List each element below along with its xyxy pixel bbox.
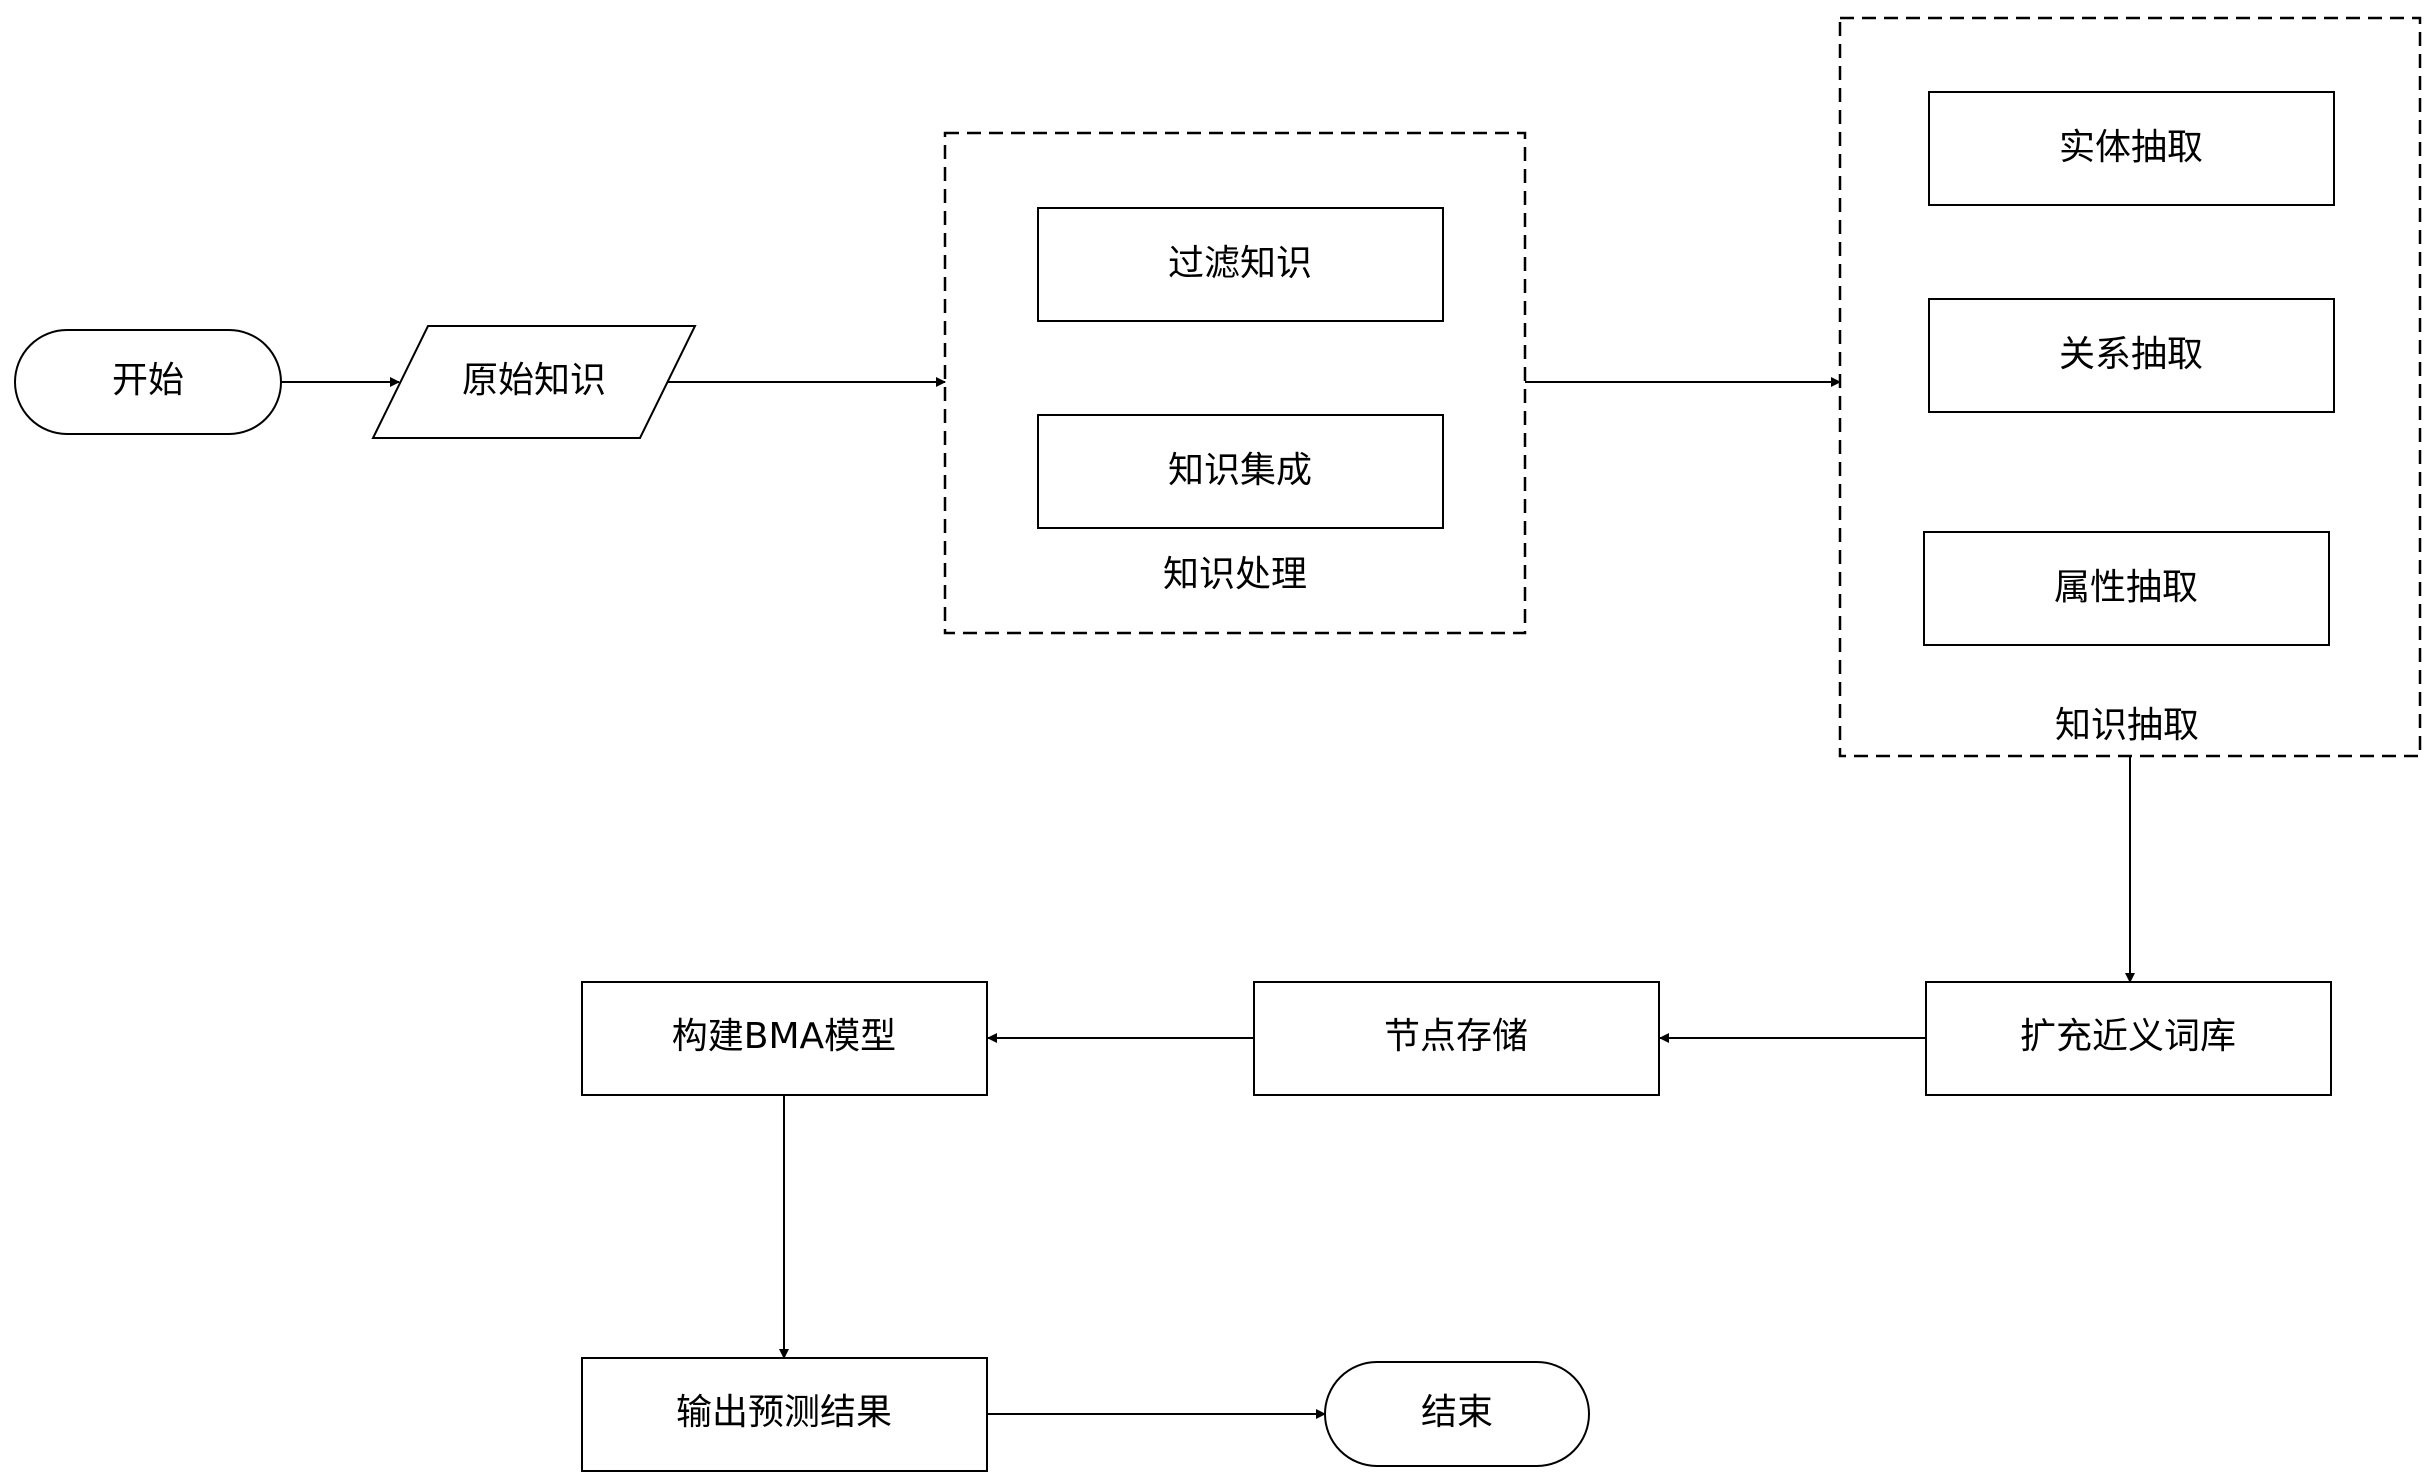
knowledge-processing-group: [943, 131, 1527, 635]
raw-knowledge-label: 原始知识: [462, 360, 606, 401]
attribute-extraction-box: [1923, 531, 2330, 646]
expand-synonym-lexicon-label: 扩充近义词库: [2020, 1016, 2236, 1057]
relation-extraction-box: [1928, 298, 2335, 413]
knowledge-processing-caption: 知识处理: [1163, 554, 1307, 595]
end-terminator: [1324, 1361, 1590, 1467]
output-prediction-label: 输出预测结果: [676, 1392, 892, 1433]
entity-extraction-label: 实体抽取: [2059, 127, 2203, 168]
knowledge-extraction-caption: 知识抽取: [2055, 705, 2199, 746]
build-bma-model-label: 构建BMA模型: [672, 1016, 896, 1057]
attribute-extraction-label: 属性抽取: [2054, 567, 2198, 608]
end-label: 结束: [1421, 1392, 1493, 1433]
expand-synonym-lexicon-box: [1925, 981, 2332, 1096]
filter-knowledge-label: 过滤知识: [1168, 243, 1312, 284]
output-prediction-box: [581, 1357, 988, 1472]
filter-knowledge-box: [1037, 207, 1444, 322]
start-label: 开始: [112, 360, 184, 401]
relation-extraction-label: 关系抽取: [2059, 334, 2203, 375]
node-storage-box: [1253, 981, 1660, 1096]
node-storage-label: 节点存储: [1384, 1016, 1528, 1057]
knowledge-integration-box: [1037, 414, 1444, 529]
build-bma-model-box: [581, 981, 988, 1096]
knowledge-integration-label: 知识集成: [1168, 450, 1312, 491]
raw-knowledge-input: [371, 325, 697, 439]
entity-extraction-box: [1928, 91, 2335, 206]
start-terminator: [14, 329, 282, 435]
